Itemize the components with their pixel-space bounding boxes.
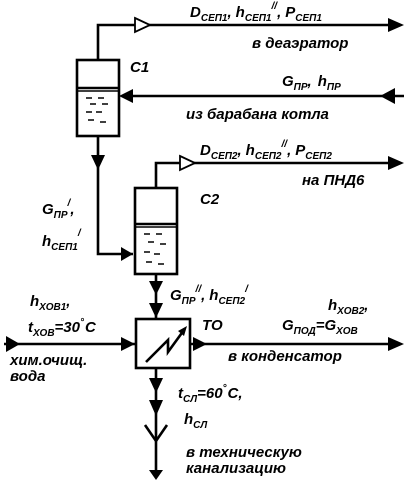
c2-inflow-G: GПР/, [42,198,75,221]
boiler-inflow-source: из барабана котла [186,106,329,123]
hx-cold-in-t: tХОВ=30°C [28,317,97,339]
drain-h: hСЛ [184,411,208,431]
arrow-right-icon [193,337,207,351]
arrow-down-icon [149,400,163,416]
arrow-right-icon [6,336,20,352]
c2-outflow-params: GПР//,hСЕП2/ [170,284,249,307]
hx-cold-out-h: hХОВ2, [328,297,368,317]
hx-cold-in-label-2: вода [10,368,45,385]
boiler-inflow-params: GПР,hПР [282,73,341,93]
coil-arrow-icon [178,326,187,336]
hx-cold-out-G: GПОД=GХОВ [282,317,358,337]
arrow-down-icon [91,155,105,170]
arrow-down-icon [149,281,163,295]
c2-steam-destination: на ПНД6 [302,172,365,189]
drain-pipe [143,368,169,480]
hx-cold-in-h: hХОВ1, [30,293,70,313]
separator-c1-name: С1 [130,59,149,76]
separator-c1 [75,58,121,138]
arrow-down-icon [149,470,163,480]
drain-t: tСЛ=60°C, [178,383,243,405]
hx-cold-in-label-1: хим.очищ. [9,352,87,369]
c2-to-hx-pipe [149,274,163,319]
arrow-right-icon [388,337,404,351]
arrow-down-icon [149,378,163,393]
heat-exchanger [134,317,192,370]
arrow-right-icon [121,247,133,261]
c1-steam-pipe [96,16,404,60]
hx-cold-out-destination: в конденсатор [228,348,342,365]
separator-c2-name: С2 [200,191,220,208]
c2-steam-pipe [154,154,404,188]
chem-water-pipe [4,336,404,352]
c1-steam-flow-arrow-icon [134,16,153,34]
c1-steam-destination: в деаэратор [252,35,348,52]
c2-steam-flow-arrow-icon [179,154,198,172]
separator-c2 [133,186,179,276]
arrow-left-icon [380,88,395,104]
c2-inflow-h: hСЕП1/ [42,228,82,253]
c1-steam-params: DСЕП1,hСЕП1//,PСЕП1 [190,1,322,24]
drain-destination-2: канализацию [186,460,286,477]
c1-to-c2-pipe [91,136,133,261]
arrow-right-icon [121,337,135,351]
arrow-down-icon [149,303,163,318]
drain-destination-1: в техническую [186,444,302,461]
arrow-left-icon [119,89,133,103]
arrow-right-icon [388,156,404,170]
arrow-right-icon [388,18,404,32]
heat-exchanger-name: ТО [202,317,223,334]
boiler-blowdown-pipe [119,88,404,104]
funnel-icon [143,424,169,444]
c2-steam-params: DСЕП2,hСЕП2//,PСЕП2 [200,139,332,162]
